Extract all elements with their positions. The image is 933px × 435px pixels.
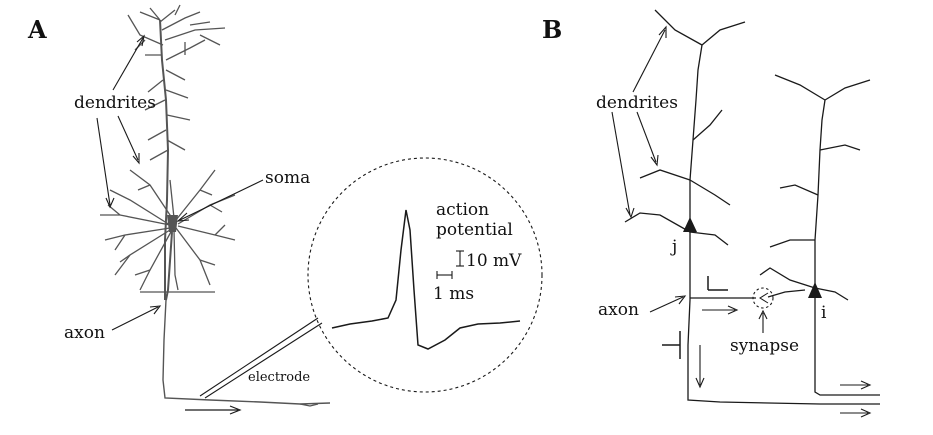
panel-a: A	[27, 4, 543, 415]
electrode	[199, 317, 323, 399]
synapse-pointer-arrow	[758, 309, 768, 333]
panel-b-signal-arrows	[695, 305, 872, 418]
voltage-scale-bar	[456, 250, 464, 267]
soma-j-triangle	[683, 217, 697, 232]
time-scale-label: 1 ms	[433, 284, 474, 304]
electrode-label: electrode	[248, 370, 310, 385]
neuron-j-label: j	[670, 237, 677, 257]
action-potential-inset: action potential 10 mV 1 ms	[307, 157, 543, 393]
panel-a-pointer-arrows	[96, 34, 264, 331]
panel-b-pointer-arrows	[611, 25, 687, 313]
panel-b: B j	[542, 9, 880, 418]
axon-label-b: axon	[598, 300, 639, 320]
action-potential-label-line2: potential	[436, 220, 513, 240]
inset-circle	[307, 157, 543, 393]
time-scale-bar	[436, 271, 453, 279]
pyramidal-neuron-drawing	[100, 4, 331, 407]
neuron-i-label: i	[821, 303, 827, 323]
synapse-circle	[752, 287, 774, 309]
axon-label-a: axon	[64, 323, 105, 343]
soma-label: soma	[265, 168, 310, 188]
dendrites-label-b: dendrites	[596, 93, 678, 113]
panel-a-letter: A	[27, 15, 47, 44]
action-potential-trace	[331, 209, 521, 350]
voltage-scale-label: 10 mV	[466, 251, 522, 271]
synapse-label: synapse	[730, 336, 799, 356]
neuron-j	[624, 9, 880, 405]
panel-b-markers	[662, 276, 728, 359]
axon-direction-arrow	[185, 405, 242, 415]
action-potential-label-line1: action	[436, 200, 489, 220]
panel-b-letter: B	[542, 15, 562, 44]
dendrites-label-a: dendrites	[74, 93, 156, 113]
synapse-junction	[759, 292, 769, 304]
soma-i-triangle	[808, 282, 822, 298]
neuron-i	[759, 74, 880, 396]
